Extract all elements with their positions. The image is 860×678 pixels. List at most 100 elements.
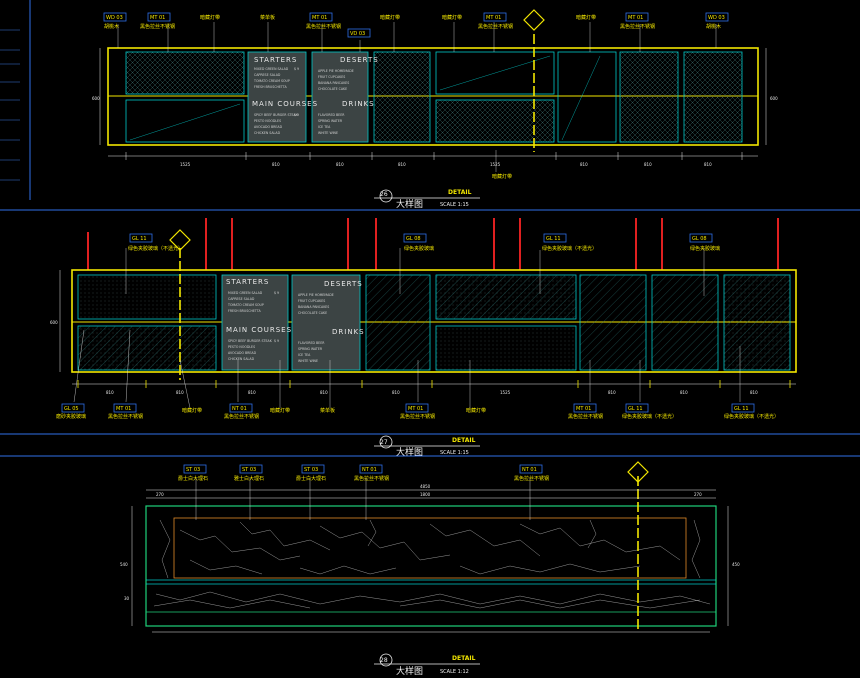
detail-27-dimensions: 810 810 810 810 810 1525 810 810 810 600 bbox=[50, 320, 758, 395]
menu-item: CHOCOLATE CAKE bbox=[298, 311, 327, 315]
menu-item: APPLE PIE HOMEMADE bbox=[318, 69, 354, 73]
material-tag: GL 11 bbox=[132, 236, 147, 242]
detail-number: 28 bbox=[380, 657, 388, 664]
material-tag: GL 05 bbox=[64, 406, 79, 412]
menu-item: ICE TEA bbox=[298, 353, 311, 357]
dimension-label: 810 bbox=[248, 390, 256, 395]
dimension-label: 450 bbox=[732, 562, 740, 567]
menu-item: WHITE WINE bbox=[298, 359, 318, 363]
dimension-label: 810 bbox=[680, 390, 688, 395]
material-note: 绿色夹胶玻璃（不透光） bbox=[622, 413, 677, 420]
dimension-label: 1525 bbox=[490, 162, 501, 167]
material-tag: GL 11 bbox=[546, 236, 561, 242]
material-tag: MT 01 bbox=[486, 15, 501, 21]
material-note: 雅士白大理石 bbox=[234, 475, 264, 482]
menu-item: FLAVORED BEER bbox=[318, 113, 345, 117]
material-tag: MT 01 bbox=[150, 15, 165, 21]
dimension-label: 810 bbox=[608, 390, 616, 395]
dimension-label: 810 bbox=[398, 162, 406, 167]
material-tag: GL 11 bbox=[628, 406, 643, 412]
menu-item: TOMATO CREAM SOUP bbox=[227, 303, 264, 307]
menu-main-courses-label: MAIN COURSES bbox=[226, 326, 292, 334]
material-note: 绿色夹胶玻璃（不透光） bbox=[542, 245, 597, 252]
menu-deserts-label: DESERTS bbox=[340, 56, 379, 64]
material-note: 黑色拉丝不锈钢 bbox=[568, 413, 603, 420]
menu-item: CHOCOLATE CAKE bbox=[318, 87, 347, 91]
menu-item: CHICKEN SALAD bbox=[254, 131, 281, 135]
dimension-label: 810 bbox=[392, 390, 400, 395]
menu-item: SPICY BEEF BURGER STEAK bbox=[254, 113, 299, 117]
material-tag: WD 03 bbox=[708, 15, 725, 21]
menu-item: PESTO NOODLES bbox=[254, 119, 281, 123]
detail-circle-icon bbox=[379, 435, 393, 449]
material-note: 爵士白大理石 bbox=[178, 475, 208, 482]
menu-item: CHICKEN SALAD bbox=[228, 357, 255, 361]
material-tag: ST 03 bbox=[242, 467, 256, 473]
detail-title: 大样图 bbox=[396, 198, 423, 210]
menu-item: ICE TEA bbox=[318, 125, 331, 129]
dimension-label: 810 bbox=[580, 162, 588, 167]
detail-number: 27 bbox=[380, 439, 388, 446]
menu-starters-label: STARTERS bbox=[254, 56, 297, 64]
menu-item: SPICY BEEF BURGER STEAK bbox=[228, 339, 273, 343]
detail-label: DETAIL bbox=[448, 189, 472, 196]
section-marker-icon bbox=[169, 229, 191, 251]
material-note: 暗藏灯带 bbox=[442, 14, 462, 21]
menu-item: SPRING WATER bbox=[298, 347, 323, 351]
menu-item: FLAVORED BEER bbox=[298, 341, 325, 345]
detail-number: 26 bbox=[380, 191, 388, 198]
detail-scale: SCALE 1:15 bbox=[440, 202, 469, 208]
material-note: 黑色拉丝不锈钢 bbox=[514, 475, 549, 482]
detail-label: DETAIL bbox=[452, 437, 476, 444]
material-note: 黑色拉丝不锈钢 bbox=[108, 413, 143, 420]
detail-26-title: 26 DETAIL 大样图 SCALE 1:15 bbox=[374, 189, 480, 210]
left-margin-ticks bbox=[0, 29, 20, 181]
material-note: 绿色夹胶玻璃（不透光） bbox=[724, 413, 779, 420]
section-marker-icon bbox=[523, 9, 545, 31]
detail-title: 大样图 bbox=[396, 446, 423, 458]
material-tag: MT 01 bbox=[312, 15, 327, 21]
menu-item: SPRING WATER bbox=[318, 119, 343, 123]
material-note: 暗藏灯带 bbox=[492, 173, 512, 180]
dimension-label: 810 bbox=[704, 162, 712, 167]
menu-item: CAPRESE SALAD bbox=[254, 73, 281, 77]
menu-item: AVOCADO BREAD bbox=[228, 351, 257, 355]
material-tag: MT 01 bbox=[628, 15, 643, 21]
dimension-label: 600 bbox=[770, 96, 778, 101]
material-tag: NT 01 bbox=[522, 467, 537, 473]
material-note: 菜单板 bbox=[320, 407, 335, 414]
material-tag: MT 01 bbox=[116, 406, 131, 412]
dimension-label: 810 bbox=[272, 162, 280, 167]
detail-scale: SCALE 1:12 bbox=[440, 669, 469, 675]
detail-28-dimensions: 4850 270 1800 270 540 450 30 bbox=[120, 484, 740, 601]
menu-board-27-right: DESERTS APPLE PIE HOMEMADE FRUIT CUPCAKE… bbox=[298, 280, 364, 363]
menu-item: BANANA PANCAKES bbox=[318, 81, 349, 85]
dimension-label: 810 bbox=[750, 390, 758, 395]
menu-item: MIXED GREEN SALAD bbox=[254, 67, 289, 71]
detail-title: 大样图 bbox=[396, 665, 423, 677]
menu-item: TOMATO CREAM SOUP bbox=[253, 79, 290, 83]
menu-item: APPLE PIE HOMEMADE bbox=[298, 293, 334, 297]
menu-starters-label: STARTERS bbox=[226, 278, 269, 286]
menu-item: FRUIT CUPCAKES bbox=[298, 299, 325, 303]
menu-item: CAPRESE SALAD bbox=[228, 297, 255, 301]
menu-board-26-right: DESERTS APPLE PIE HOMEMADE FRUIT CUPCAKE… bbox=[318, 56, 379, 135]
material-note: 黑色拉丝不锈钢 bbox=[478, 23, 513, 30]
section-marker-icon bbox=[627, 461, 649, 483]
material-note: 暗藏灯带 bbox=[182, 407, 202, 414]
dimension-label: 810 bbox=[336, 162, 344, 167]
material-note: 绿色夹胶玻璃（不透光） bbox=[128, 245, 183, 252]
detail-circle-icon bbox=[379, 653, 393, 667]
material-note: 胡桃木 bbox=[706, 23, 721, 30]
menu-deserts-label: DESERTS bbox=[324, 280, 363, 288]
detail-26-dimensions: 1525 810 810 810 1525 810 810 810 600 60… bbox=[92, 96, 778, 167]
material-tag: MT 01 bbox=[408, 406, 423, 412]
dimension-label: 810 bbox=[106, 390, 114, 395]
detail-26-elevation bbox=[99, 22, 767, 172]
material-tag: GL 11 bbox=[734, 406, 749, 412]
detail-26-annotations: WD 03 胡桃木 MT 01 黑色拉丝不锈钢 暗藏灯带 菜单板 MT 01 黑… bbox=[103, 9, 729, 180]
menu-price: $ 9 bbox=[274, 339, 279, 343]
menu-item: FRUIT CUPCAKES bbox=[318, 75, 345, 79]
material-tag: MT 01 bbox=[576, 406, 591, 412]
